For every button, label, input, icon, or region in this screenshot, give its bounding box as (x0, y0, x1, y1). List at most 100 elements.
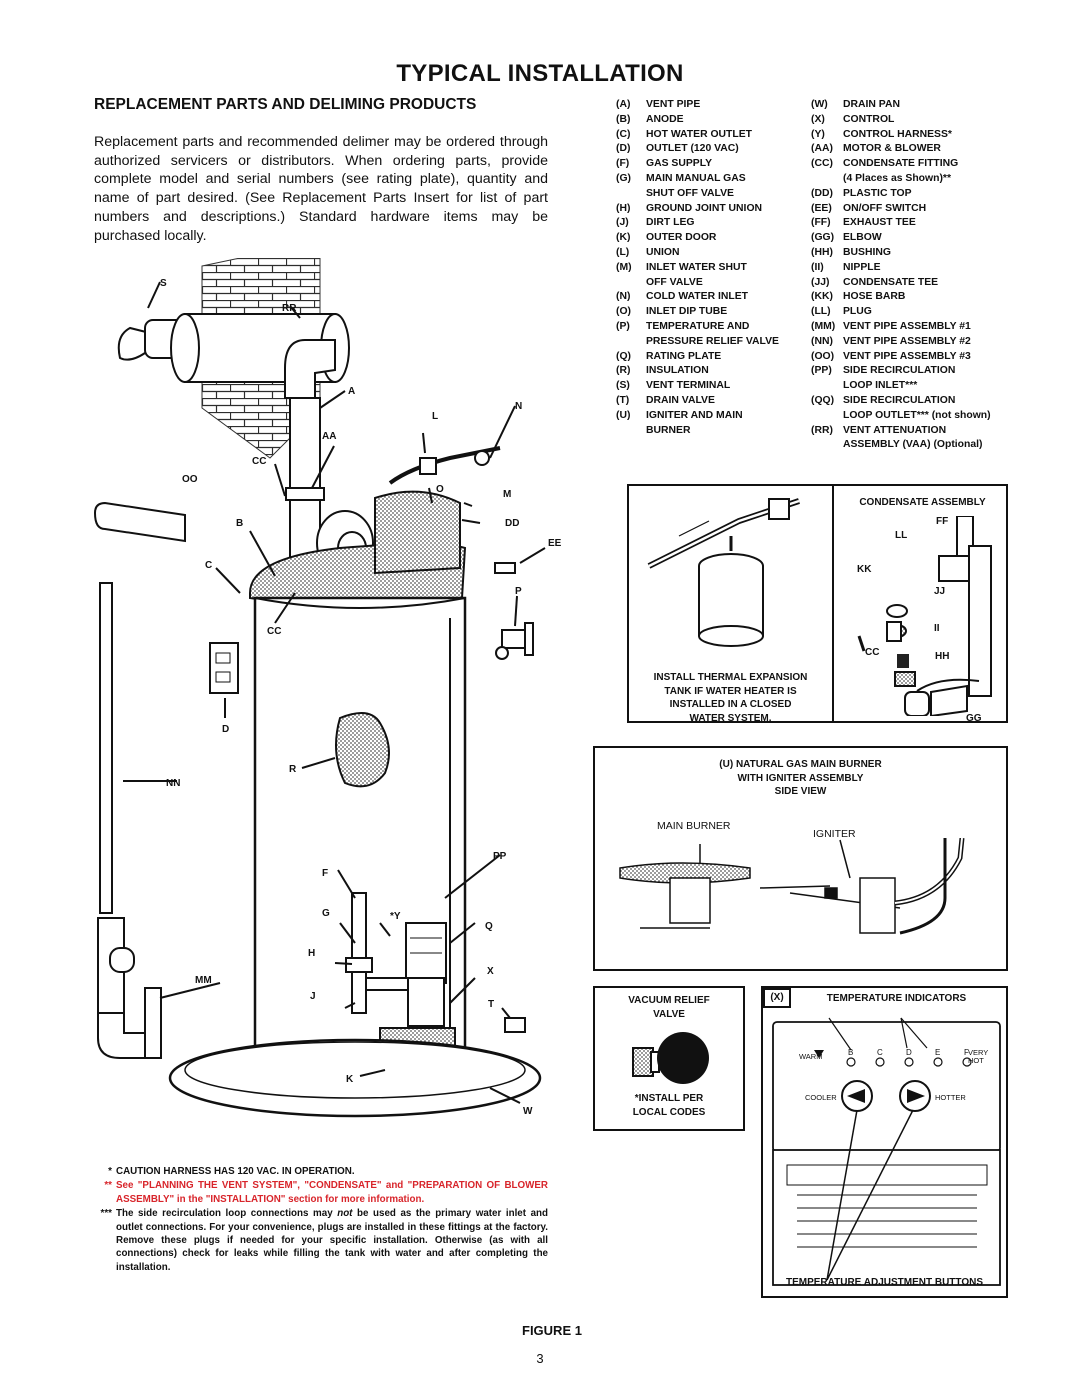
caption-line: VALVE (653, 1008, 685, 1020)
indicator-letter: E (935, 1048, 941, 1057)
legend-text: PLUG (843, 306, 872, 318)
legend-row: (KK)HOSE BARB (811, 290, 1031, 305)
legend-text: TEMPERATURE AND (646, 320, 750, 332)
caption-line: *INSTALL PER (634, 1093, 704, 1104)
legend-text: LOOP OUTLET*** (not shown) (843, 409, 991, 421)
callout-label: DD (505, 518, 520, 529)
caption-line: (U) NATURAL GAS MAIN BURNER (719, 759, 882, 770)
legend-code: (DD) (811, 187, 833, 199)
indicator-light (962, 1057, 972, 1067)
section-heading: REPLACEMENT PARTS AND DELIMING PRODUCTS (94, 96, 477, 113)
caption-line: SIDE VIEW (774, 786, 827, 797)
legend-text: ELBOW (843, 232, 882, 244)
legend-row: ASSEMBLY (VAA) (Optional) (811, 438, 1031, 453)
legend-code: (G) (616, 172, 632, 184)
callout-label: M (503, 489, 512, 500)
callout-label: NN (166, 778, 181, 789)
legend-row: (RR)VENT ATTENUATION (811, 424, 1031, 439)
legend-text: VENT PIPE (646, 99, 701, 110)
callout-label: CC (267, 626, 282, 637)
caption-line: WITH IGNITER ASSEMBLY (737, 772, 864, 784)
legend-row: LOOP OUTLET*** (not shown) (811, 409, 1031, 424)
legend-row: (B)ANODE (616, 113, 816, 128)
indicator-light (875, 1057, 885, 1067)
legend-code: (GG) (811, 232, 835, 244)
legend-row: (C)HOT WATER OUTLET (616, 128, 816, 143)
indicator-letter: C (877, 1048, 883, 1057)
legend-row: (Q)RATING PLATE (616, 350, 816, 365)
legend-text: RATING PLATE (646, 350, 722, 362)
condensate-label: KK (857, 564, 872, 575)
callout-label: P (515, 586, 522, 597)
legend-code: (W) (811, 99, 828, 110)
callout-label: D (222, 724, 230, 735)
legend-text: INLET DIP TUBE (646, 306, 728, 318)
water-heater-illustration (93, 258, 546, 1118)
legend-text: UNION (646, 246, 680, 258)
legend-code: (MM) (811, 320, 836, 332)
legend-text: LOOP INLET*** (843, 380, 918, 392)
legend-code: (CC) (811, 158, 833, 170)
burner-drawing (619, 838, 965, 935)
expansion-tank-drawing (647, 498, 800, 647)
control-tag: (X) (763, 988, 791, 1008)
legend-code (811, 172, 843, 187)
control-drawing (772, 1017, 1001, 1286)
legend-text: PRESSURE RELIEF VALVE (646, 335, 779, 347)
legend-code (811, 409, 843, 424)
legend-code: (FF) (811, 217, 831, 229)
control-panel: (X) TEMPERATURE INDICATORS WARM VERY HOT… (761, 986, 1008, 1298)
parts-legend-right: (W)DRAIN PAN(X)CONTROL(Y)CONTROL HARNESS… (811, 98, 1031, 453)
footnote-emphasis: not (337, 1208, 353, 1220)
legend-row: (F)GAS SUPPLY (616, 157, 816, 172)
caption-line: TANK IF WATER HEATER IS (664, 685, 797, 697)
legend-code: (K) (616, 232, 631, 244)
caption-line: INSTALLED IN A CLOSED (669, 699, 792, 710)
legend-code: (X) (811, 113, 825, 125)
legend-text: CONDENSATE FITTING (843, 158, 959, 170)
legend-text: COLD WATER INLET (646, 291, 748, 303)
legend-text: CONDENSATE TEE (843, 276, 939, 288)
footnote-mark: * (108, 1166, 112, 1177)
igniter-label: IGNITER (813, 828, 856, 840)
legend-row: (FF)EXHAUST TEE (811, 216, 1031, 231)
legend-text: VENT PIPE ASSEMBLY #1 (843, 320, 971, 332)
legend-row: (W)DRAIN PAN (811, 98, 1031, 113)
legend-code (616, 335, 646, 350)
legend-text: IGNITER AND MAIN (646, 409, 743, 421)
callout-label: G (322, 908, 330, 919)
legend-text: BUSHING (843, 246, 891, 258)
condensate-label: FF (936, 516, 949, 527)
callout-label: A (348, 386, 356, 397)
legend-code: (F) (616, 158, 630, 170)
legend-row: (QQ)SIDE RECIRCULATION (811, 394, 1031, 409)
legend-row: (II)NIPPLE (811, 261, 1031, 276)
temperature-adjustment-caption: TEMPERATURE ADJUSTMENT BUTTONS (785, 1277, 984, 1288)
legend-code: (JJ) (811, 276, 830, 288)
legend-text: VENT ATTENUATION (843, 424, 947, 436)
legend-row: (X)CONTROL (811, 113, 1031, 128)
condensate-label: JJ (934, 586, 946, 597)
legend-row: (L)UNION (616, 246, 816, 261)
indicator-light (904, 1057, 914, 1067)
legend-row: (DD)PLASTIC TOP (811, 187, 1031, 202)
callout-label: T (488, 999, 495, 1010)
legend-text: OUTER DOOR (646, 232, 717, 244)
legend-row: (4 Places as Shown)** (811, 172, 1031, 187)
legend-row: (T)DRAIN VALVE (616, 394, 816, 409)
indicator-letter: F (964, 1048, 969, 1057)
cooler-label: COOLER (805, 1093, 837, 1102)
footnote-text: See "PLANNING THE VENT SYSTEM", "CONDENS… (116, 1180, 548, 1205)
legend-code: (M) (616, 261, 632, 273)
callout-label: L (432, 411, 439, 422)
legend-code: (HH) (811, 246, 833, 258)
vacuum-relief-title: VACUUM RELIEF VALVE (595, 994, 743, 1021)
legend-code: (Y) (811, 128, 825, 140)
condensate-label: CC (865, 647, 880, 658)
indicator-light (846, 1057, 856, 1067)
callout-label: MM (195, 975, 212, 986)
legend-row: BURNER (616, 424, 816, 439)
legend-text: ANODE (646, 113, 684, 125)
callout-label: N (515, 401, 523, 412)
legend-row: (U)IGNITER AND MAIN (616, 409, 816, 424)
